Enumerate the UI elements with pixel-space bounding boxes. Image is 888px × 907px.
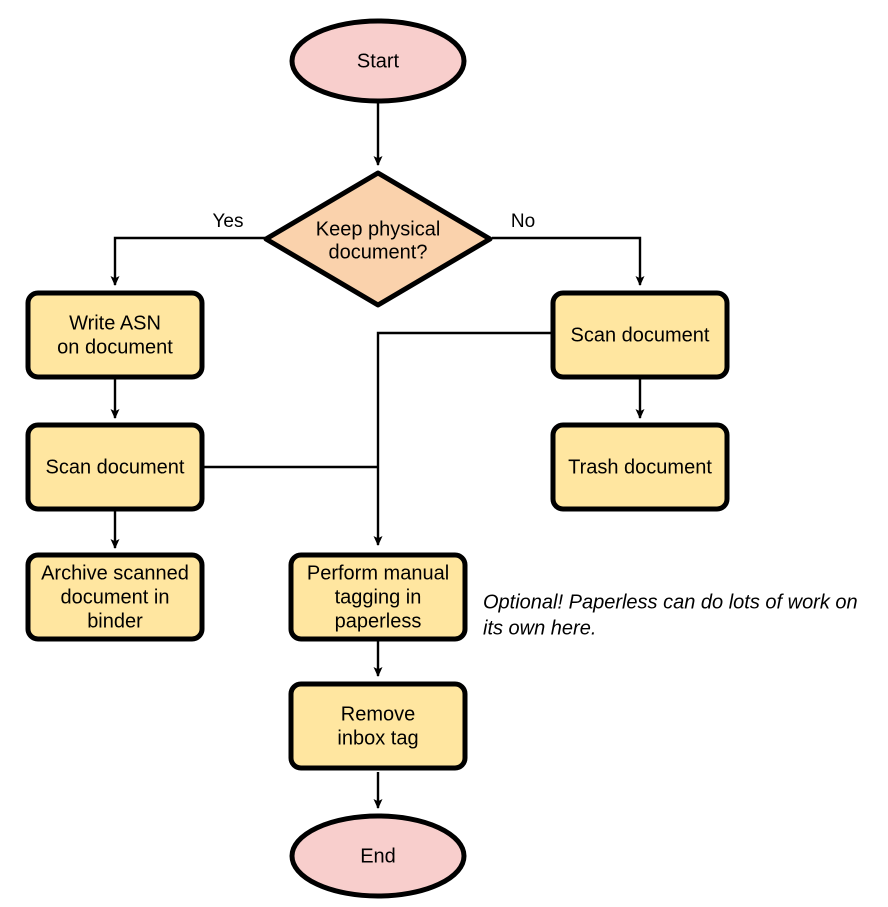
tagging-label-line2: tagging in (335, 586, 422, 608)
archive-label-line1: Archive scanned (41, 562, 189, 584)
remove-inbox-label-line1: Remove (341, 703, 415, 725)
edge-scan-right-to-tagging (373, 331, 552, 546)
archive-label-line3: binder (87, 610, 143, 632)
optional-note-line2: its own here. (483, 617, 596, 639)
write-asn-label-line2: on document (57, 336, 173, 358)
tagging-box[interactable] (288, 552, 468, 642)
trash-document-box[interactable] (550, 422, 730, 512)
write-asn-box[interactable] (25, 290, 205, 380)
node-scan-document-left[interactable]: Scan document (25, 422, 205, 512)
scan-document-left-label: Scan document (46, 456, 185, 478)
optional-note: Optional! Paperless can do lots of work … (483, 591, 858, 639)
node-perform-manual-tagging[interactable]: Perform manual tagging in paperless (288, 552, 468, 642)
remove-inbox-label-line2: inbox tag (337, 727, 418, 749)
scan-document-right-box[interactable] (550, 290, 730, 380)
edge-label-no: No (511, 211, 535, 232)
remove-inbox-tag-box[interactable] (288, 681, 468, 771)
tagging-label-line3: paperless (335, 610, 422, 632)
node-start[interactable]: Start (289, 18, 467, 104)
edges-layer (110, 103, 645, 809)
edge-label-yes: Yes (213, 211, 244, 232)
start-label: Start (357, 50, 400, 72)
start-ellipse[interactable] (289, 18, 467, 104)
node-remove-inbox-tag[interactable]: Remove inbox tag (288, 681, 468, 771)
edge-decision-yes-to-write-asn (110, 236, 265, 286)
scan-document-right-label: Scan document (571, 324, 710, 346)
optional-note-line1: Optional! Paperless can do lots of work … (483, 591, 858, 613)
decision-diamond[interactable] (263, 170, 493, 308)
write-asn-label-line1: Write ASN (69, 312, 161, 334)
scan-document-left-box[interactable] (25, 422, 205, 512)
node-scan-document-right[interactable]: Scan document (550, 290, 730, 380)
end-ellipse[interactable] (289, 813, 467, 899)
end-label: End (360, 845, 396, 867)
node-decision-keep-physical-document[interactable]: Keep physical document? (263, 170, 493, 308)
trash-document-label: Trash document (568, 456, 712, 478)
tagging-label-line1: Perform manual (307, 562, 449, 584)
archive-label-line2: document in (61, 586, 170, 608)
node-write-asn[interactable]: Write ASN on document (25, 290, 205, 380)
archive-box[interactable] (25, 552, 205, 642)
node-end[interactable]: End (289, 813, 467, 899)
decision-label-line1: Keep physical (316, 218, 441, 240)
edge-decision-no-to-scan-right (492, 236, 645, 286)
node-trash-document[interactable]: Trash document (550, 422, 730, 512)
decision-label-line2: document? (329, 241, 428, 263)
edge-labels-layer: Yes No (213, 211, 536, 232)
node-archive-scanned-document[interactable]: Archive scanned document in binder (25, 552, 205, 642)
